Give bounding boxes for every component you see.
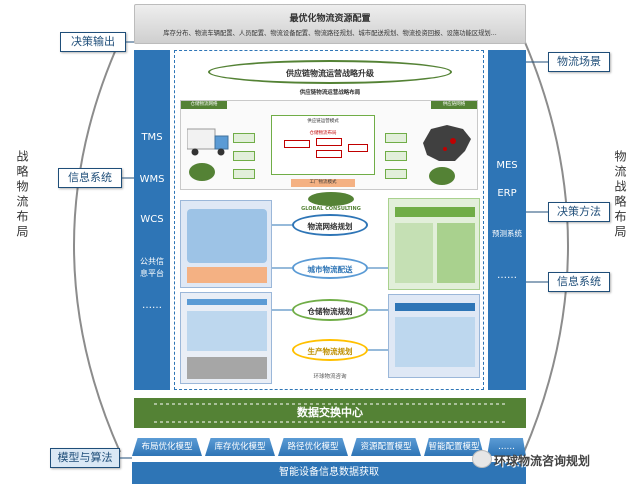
mid-label-2: 仓储物流布局 — [309, 131, 337, 136]
label-logistics-scene: 物流场景 — [548, 52, 610, 72]
model-route-optimization: 路径优化模型 — [278, 438, 348, 456]
wechat-icon — [472, 450, 492, 468]
oval-production-planning: 生产物流规划 — [292, 339, 368, 361]
right-item-mes: MES — [496, 160, 518, 171]
model-more: …… — [487, 438, 526, 456]
right-item-more: …… — [497, 270, 517, 281]
right-item-forecast: 预测系统 — [492, 229, 522, 238]
left-item-public-platform: 公共信息平台 — [140, 257, 164, 278]
data-exchange-center: 数据交换中心 — [134, 398, 526, 428]
right-side-title: 物流战略布局 — [613, 150, 627, 240]
label-model-algorithm: 模型与算法 — [50, 448, 120, 468]
left-item-wms: WMS — [139, 174, 165, 185]
label-decision-method: 决策方法 — [548, 202, 610, 222]
mid-label-1: 供应链运营模式 — [307, 119, 339, 124]
truck-icon — [187, 128, 229, 156]
flow-box — [316, 150, 342, 158]
diagram-cell — [233, 169, 255, 179]
operation-model-box: 供应链运营模式 仓储物流布局 — [271, 115, 375, 175]
strategy-diagram: 仓储物流网络 供应链网络 供应链运营模式 仓储物流布局 工厂物流模式 — [180, 100, 478, 190]
tag-warehouse-network: 仓储物流网络 — [181, 101, 227, 109]
diagram-cell — [385, 133, 407, 143]
logo-text: GLOBAL CONSULTING — [301, 206, 361, 212]
flow-box — [348, 144, 368, 152]
watermark-text: 环球物流咨询规划 — [494, 454, 591, 468]
tag-supply-network: 供应链网络 — [431, 101, 477, 109]
strategy-title: 供应链物流运营战略升级 — [208, 60, 452, 84]
oval-city-distribution: 城市物流配送 — [292, 257, 368, 279]
center-footer: 环球物流咨询 — [313, 374, 347, 380]
logo-icon-left — [189, 163, 215, 181]
diagram-cell — [385, 151, 407, 161]
production-thumbnail — [388, 294, 480, 378]
warehouse-layout-thumbnail — [180, 292, 272, 384]
mid-label-3: 工厂物流模式 — [291, 179, 355, 187]
top-subtitle: 库存分布、物流车辆配置、人员配置、物流设备配置、物流路径规划、城市配送规划、物流… — [163, 30, 497, 37]
model-layout-optimization: 布局优化模型 — [132, 438, 202, 456]
logo-icon-right — [429, 167, 455, 185]
label-info-system-left: 信息系统 — [58, 168, 122, 188]
left-item-tms: TMS — [141, 132, 163, 143]
oval-network-planning: 物流网络规划 — [292, 214, 368, 236]
left-side-title: 战略物流布局 — [15, 150, 29, 240]
global-consulting-logo-icon — [308, 192, 354, 206]
diagram-cell — [385, 169, 407, 179]
oval-warehouse-planning: 仓储物流规划 — [292, 299, 368, 321]
dashed-arrow — [154, 403, 506, 423]
top-title: 最优化物流资源配置 — [289, 14, 371, 24]
label-info-system-right: 信息系统 — [548, 272, 610, 292]
top-resource-bar: 最优化物流资源配置 库存分布、物流车辆配置、人员配置、物流设备配置、物流路径规划… — [134, 4, 526, 44]
data-exchange-label: 数据交换中心 — [297, 406, 363, 419]
china-map-icon — [423, 125, 471, 161]
flow-box — [316, 138, 342, 146]
left-item-more: …… — [142, 300, 162, 311]
diagram-cell — [233, 151, 255, 161]
model-inventory-optimization: 库存优化模型 — [205, 438, 275, 456]
left-item-wcs: WCS — [140, 214, 164, 225]
strategy-subtitle: 供应链物流运营战略布局 — [299, 90, 361, 96]
network-map-thumbnail — [180, 200, 272, 288]
right-item-erp: ERP — [497, 188, 517, 199]
distribution-thumbnail — [388, 198, 480, 290]
label-decision-output: 决策输出 — [60, 32, 126, 52]
model-smart-allocation: 智能配置模型 — [424, 438, 484, 456]
model-resource-allocation: 资源配置模型 — [351, 438, 421, 456]
left-system-column: TMS WMS WCS 公共信息平台 …… — [134, 50, 170, 390]
diagram-cell — [233, 133, 255, 143]
bottom-data-acquisition: 智能设备信息数据获取 — [132, 462, 526, 484]
right-system-column: MES ERP 预测系统 …… — [488, 50, 526, 390]
flow-box — [284, 140, 310, 148]
